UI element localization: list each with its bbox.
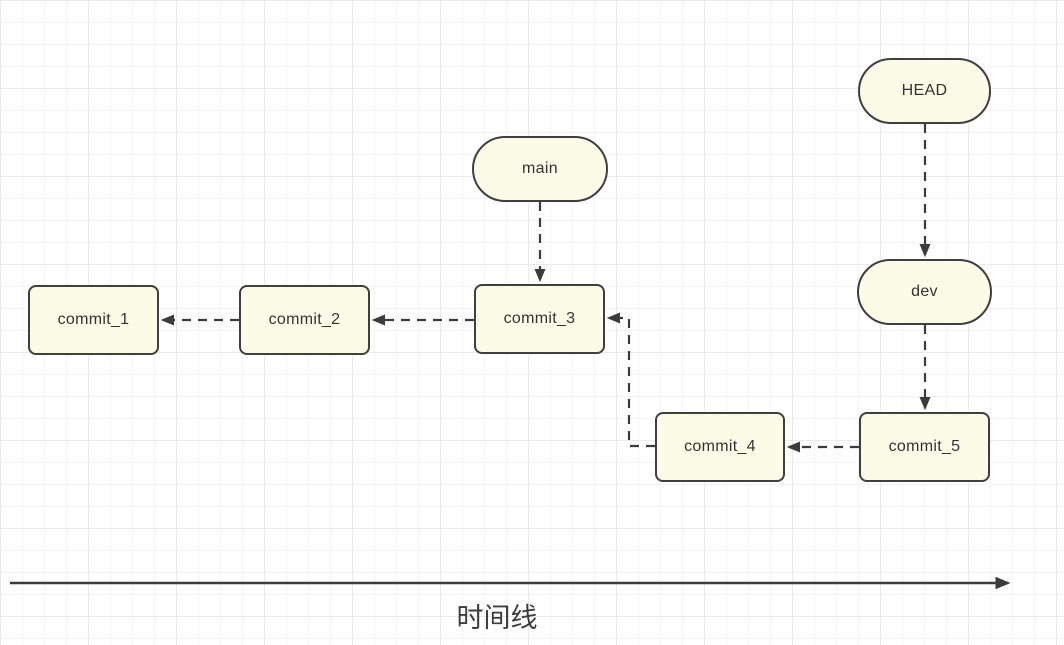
node-HEAD: HEAD	[858, 58, 991, 124]
node-dev: dev	[857, 259, 992, 325]
node-commit_5: commit_5	[859, 412, 990, 482]
node-commit_3: commit_3	[474, 284, 605, 354]
node-commit_4: commit_4	[655, 412, 785, 482]
timeline-label: 时间线	[456, 603, 538, 633]
node-main: main	[472, 136, 608, 202]
node-commit_2: commit_2	[239, 285, 370, 355]
edge-commit_4-to-commit_3	[606, 312, 655, 448]
node-commit_1: commit_1	[28, 285, 159, 355]
